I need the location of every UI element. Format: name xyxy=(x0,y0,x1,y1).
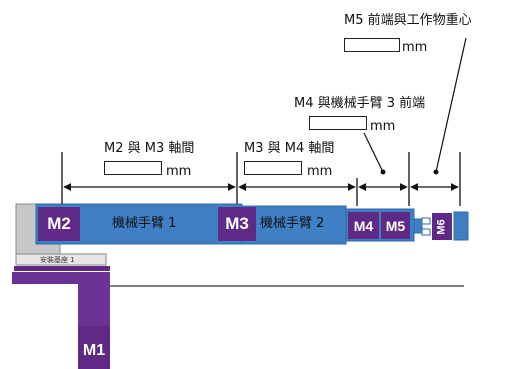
input-box-m4-arm3[interactable] xyxy=(309,116,367,130)
base-plate-label: 安裝基座 1 xyxy=(40,256,75,264)
input-box-m5-center[interactable] xyxy=(344,38,400,52)
label-m5-center: M5 前端與工作物重心 xyxy=(344,13,472,28)
motor-m3-badge: M3 xyxy=(218,207,256,241)
base-plate xyxy=(15,253,107,266)
base-slab xyxy=(14,266,110,271)
arm2-label: 機械手臂 2 xyxy=(260,216,325,231)
label-m4-arm3: M4 與機械手臂 3 前端 xyxy=(294,96,426,111)
leader-load xyxy=(435,37,467,173)
arm1-label: 機械手臂 1 xyxy=(112,216,177,231)
motor-m2-badge: M2 xyxy=(38,207,80,241)
input-box-m2-m3[interactable] xyxy=(104,161,162,175)
motor-m6-label: M6 xyxy=(436,218,448,235)
motor-m1-badge: M1 xyxy=(79,336,109,366)
unit-m5-center: mm xyxy=(402,40,428,55)
label-m2-m3: M2 與 M3 軸間 xyxy=(104,141,195,156)
unit-m2-m3: mm xyxy=(166,164,192,179)
motor-m4-badge: M4 xyxy=(348,212,379,239)
label-m3-m4: M3 與 M4 軸間 xyxy=(244,141,335,156)
input-box-m3-m4[interactable] xyxy=(244,161,302,175)
motor-m6-badge: M6 xyxy=(432,213,452,240)
unit-m3-m4: mm xyxy=(307,164,333,179)
port-upper xyxy=(421,217,431,225)
unit-m4-arm3: mm xyxy=(370,119,396,134)
wrist-connector xyxy=(413,218,423,234)
motor-m5-badge: M5 xyxy=(381,212,410,239)
end-flange xyxy=(453,211,469,241)
leader-m4-arm3 xyxy=(363,132,384,173)
base-slab-lower xyxy=(12,272,110,284)
column-m1-shade xyxy=(78,284,110,326)
port-lower xyxy=(421,228,431,236)
